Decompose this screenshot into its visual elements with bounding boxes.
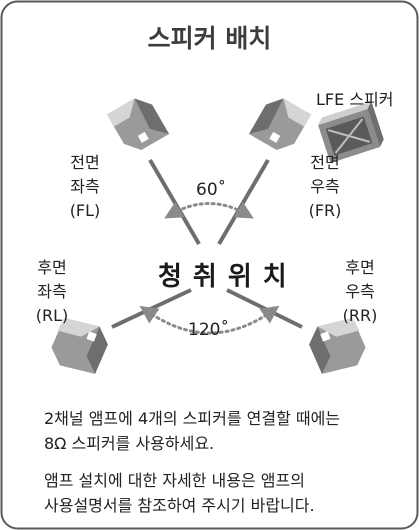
rear-left-label: 후면 좌측 (RL) [22,256,82,328]
front-right-speaker-icon [248,98,312,151]
rear-right-speaker-icon [309,317,366,374]
rear-right-label-line3: (RR) [342,306,378,325]
listening-position-label: 청취위치 [158,262,298,292]
front-right-label-line2: 우측 [310,177,340,196]
front-left-label: 전면 좌측 (FL) [55,151,115,223]
rear-left-speaker-icon [51,317,108,374]
front-angle-arc [164,201,254,219]
front-right-label-line1: 전면 [310,153,340,172]
front-right-label-line3: (FR) [308,201,342,220]
lfe-subwoofer-icon [318,101,384,164]
rear-left-label-line3: (RL) [35,306,69,325]
front-left-label-line1: 전면 [70,153,100,172]
rear-right-label-line2: 우측 [345,282,375,301]
diagram-title: 스피커 배치 [147,24,272,53]
front-left-speaker-icon [106,98,170,151]
note-line-1: 2채널 앰프에 4개의 스피커를 연결할 때에는 [44,409,341,428]
front-angle-label: 60˚ [196,180,227,200]
note-line-2: 8Ω 스피커를 사용하세요. [44,434,215,453]
rear-left-label-line1: 후면 [37,258,67,277]
lfe-speaker-label: LFE 스피커 [316,90,394,109]
rear-right-label: 후면 우측 (RR) [330,256,390,328]
front-left-label-line2: 좌측 [70,177,100,196]
rear-angle-label: 120˚ [188,320,229,340]
note-line-3: 앰프 설치에 대한 자세한 내용은 앰프의 [44,471,305,490]
note-line-4: 사용설명서를 참조하여 주시기 바랍니다. [44,496,315,515]
rear-right-label-line1: 후면 [345,258,375,277]
rear-angle-arc [139,305,280,335]
front-right-label: 전면 우측 (FR) [295,151,355,223]
rear-left-label-line2: 좌측 [37,282,67,301]
front-left-label-line3: (FL) [69,201,101,220]
